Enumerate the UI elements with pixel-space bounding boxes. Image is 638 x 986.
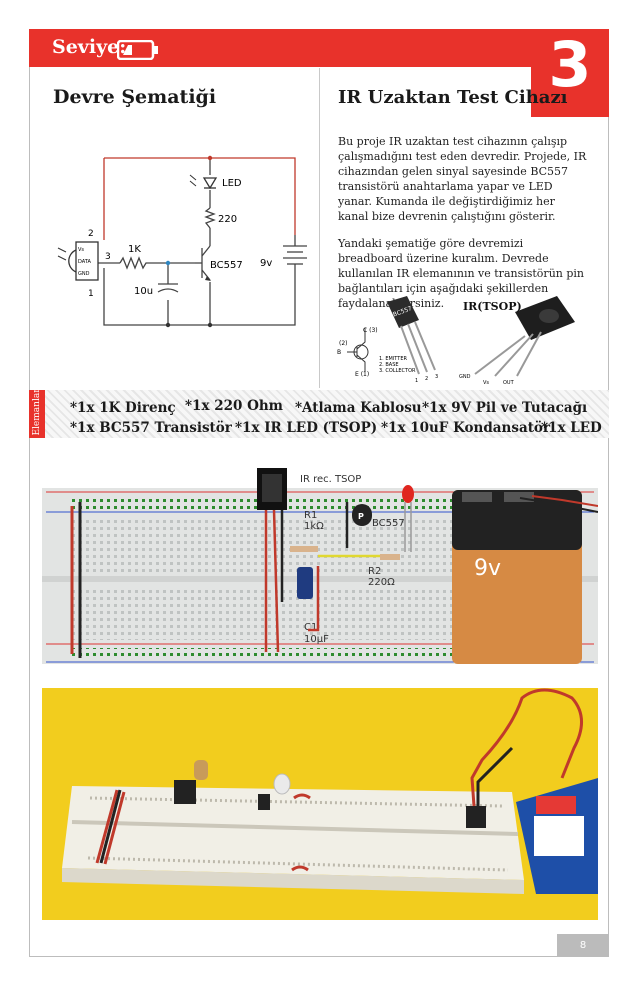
bb-r2-value: 220Ω	[368, 577, 395, 588]
led-label: LED	[222, 178, 242, 189]
part-item: *Atlama Kablosu	[295, 400, 422, 416]
level-box	[531, 29, 609, 117]
bb-r2-label: R2	[368, 566, 381, 577]
bb-ir-label: IR rec. TSOP	[300, 474, 361, 485]
tsop-gnd-label: GND	[78, 271, 90, 277]
page-number: 8	[557, 934, 609, 957]
tsop-pin2-label: 2	[88, 229, 94, 239]
part-item: *1x 10uF Kondansatör	[381, 420, 551, 436]
column-divider	[319, 68, 320, 388]
transistor-pin3: 3	[435, 374, 438, 380]
bb-c1-label: C1	[304, 622, 317, 633]
capacitor-label: 10u	[134, 286, 153, 297]
bb-r1-label: R1	[304, 510, 317, 521]
legend-emitter: 1. EMITTER	[379, 356, 407, 362]
part-item: *1x 220 Ohm	[185, 398, 283, 414]
project-description: Bu proje IR uzaktan test cihazının çalış…	[338, 134, 588, 323]
pin-e-label: E (1)	[355, 371, 369, 378]
bb-transistor-label: BC557	[372, 518, 405, 529]
battery-low-icon	[117, 40, 158, 60]
resistor-1k-label: 1K	[128, 244, 141, 255]
pin-b-label: B	[337, 349, 341, 356]
transistor-label: BC557	[210, 260, 243, 271]
tsop-pin1-label: 1	[88, 289, 94, 299]
part-item: *1x IR LED (TSOP)	[235, 420, 378, 436]
transistor-pin2: 2	[425, 376, 428, 382]
circuit-schematic: Vs DATA GND 2 3 1 LED 220 1K 10u BC557 9…	[57, 155, 307, 328]
parts-tab-label: Elemanlar	[32, 388, 42, 436]
description-paragraph-2: Yandaki şematiğe göre devremizi breadboa…	[338, 237, 585, 310]
part-item: *1x 9V Pil ve Tutacağı	[422, 400, 588, 416]
parts-tab: Elemanlar	[29, 388, 45, 438]
breadboard-diagram: IR rec. TSOP R1 1kΩ C1 10µF P BC557 R2 2…	[42, 468, 598, 664]
bb-c1-value: 10µF	[304, 634, 329, 645]
tsop-pin3-label: 3	[105, 252, 111, 262]
parts-list	[29, 390, 609, 438]
circuit-photo	[42, 688, 598, 920]
resistor-220-label: 220	[218, 214, 237, 225]
project-title: IR Uzaktan Test Cihazı	[338, 87, 568, 108]
tsop-vs-label: Vs	[78, 247, 84, 253]
legend-base: 2. BASE	[379, 362, 399, 368]
tsop-pinout-out: OUT	[503, 380, 515, 386]
tsop-pinout-gnd: GND	[459, 374, 471, 380]
battery-label: 9v	[260, 258, 272, 269]
part-item: *1x 1K Direnç	[70, 400, 176, 416]
part-item: *1x LED	[541, 420, 602, 436]
pinout-diagram: C (3) (2) B E (1) 1. EMITTER 2. BASE 3. …	[337, 296, 575, 386]
pin-b2-label: (2)	[339, 340, 348, 347]
bb-r1-value: 1kΩ	[304, 521, 324, 532]
tsop-pinout-vs: Vs	[483, 380, 489, 386]
level-number: 3	[548, 28, 592, 101]
description-paragraph-1: Bu proje IR uzaktan test cihazının çalış…	[338, 135, 587, 223]
pin-c-label: C (3)	[363, 327, 378, 334]
tsop-data-label: DATA	[78, 259, 91, 265]
level-banner	[29, 29, 609, 67]
legend-collector: 3. COLLECTOR	[379, 368, 416, 374]
transistor-pin1: 1	[415, 378, 418, 384]
bb-battery-label: 9v	[474, 556, 501, 581]
svg-text:P: P	[358, 512, 364, 521]
schematic-title: Devre Şematiği	[53, 86, 217, 108]
level-label: Seviye:	[52, 36, 127, 58]
irtsop-label: IR(TSOP)	[463, 300, 522, 313]
part-item: *1x BC557 Transistör	[70, 420, 232, 436]
